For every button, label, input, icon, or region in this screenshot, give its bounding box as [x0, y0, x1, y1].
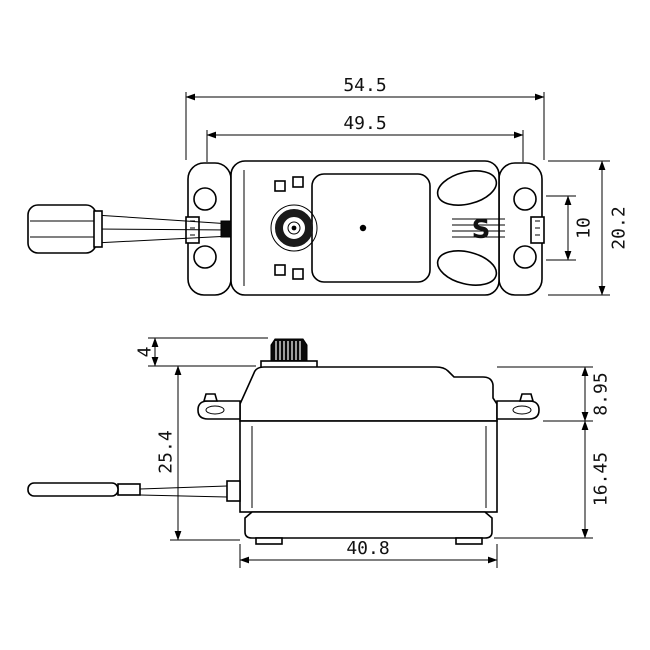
- servo-body-top: S: [230, 160, 505, 296]
- dim-tab-height-label: 10: [574, 217, 595, 239]
- dim-upper-height-label: 8.95: [591, 372, 612, 415]
- cable-top-view: [27, 204, 232, 254]
- bottom-foot-left: [255, 537, 283, 545]
- bottom-cap: [244, 511, 493, 539]
- right-mount-ear: [496, 393, 540, 420]
- case-screws: [274, 176, 304, 280]
- output-gear: [270, 204, 318, 252]
- cable-side-view: [27, 480, 241, 502]
- dim-lower-height-label: 16.45: [591, 452, 612, 506]
- connector-plug: [27, 204, 103, 254]
- dim-body-length: 40.8: [239, 538, 498, 564]
- dim-spline-height-label: 4: [135, 347, 156, 358]
- flange-label-mark: [535, 220, 540, 236]
- output-spline: [260, 338, 318, 369]
- side-left-extension-lines: [148, 337, 268, 541]
- side-right-extension-lines: [494, 366, 593, 539]
- dim-total-height: 25.4: [156, 365, 182, 541]
- side-bottom-extension-lines: [239, 544, 498, 568]
- dim-upper-height: 8.95: [581, 366, 612, 422]
- dim-total-height-label: 25.4: [156, 430, 177, 473]
- upper-case: [197, 366, 540, 422]
- dim-tab-height: 10: [564, 195, 595, 261]
- side-view: 4 25.4 8.95 16.45: [27, 337, 612, 568]
- dim-mount-width: 49.5: [206, 113, 524, 139]
- dim-mount-width-label: 49.5: [343, 113, 386, 134]
- bottom-foot-right: [455, 537, 483, 545]
- dim-body-width-label: 20.2: [609, 206, 630, 249]
- dim-overall-width: 54.5: [185, 75, 545, 101]
- connector-side: [27, 482, 119, 497]
- strain-relief: [226, 480, 241, 502]
- body-pods: [436, 170, 505, 286]
- cable-ferrule: [117, 483, 141, 496]
- top-view: 54.5 49.5: [27, 75, 630, 296]
- dim-body-length-label: 40.8: [346, 538, 389, 559]
- dim-body-width: 20.2: [598, 160, 630, 296]
- dim-spline-height: 4: [135, 337, 159, 367]
- dim-lower-height: 16.45: [581, 420, 612, 539]
- servo-left-flange: [185, 162, 232, 296]
- left-mount-ear: [197, 393, 241, 420]
- lower-case: [239, 420, 498, 545]
- dim-overall-width-label: 54.5: [343, 75, 386, 96]
- center-screw: [359, 224, 367, 232]
- brand-logo: S: [472, 215, 491, 245]
- cable-clamp: [220, 220, 232, 238]
- servo-right-flange: [498, 162, 545, 296]
